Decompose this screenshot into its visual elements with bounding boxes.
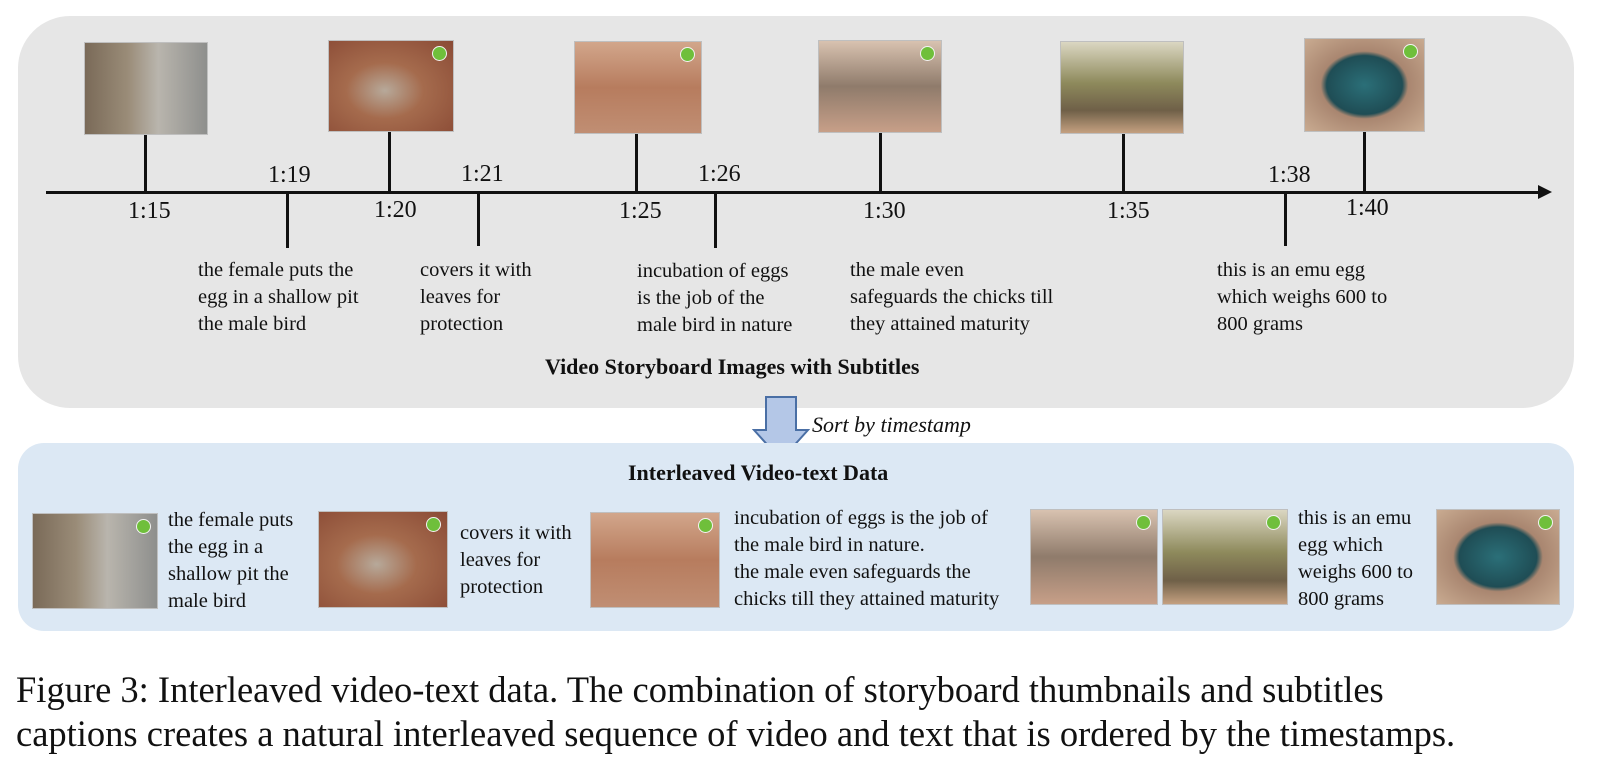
- timeline-arrowhead: [1538, 185, 1552, 199]
- interleaved-panel: [18, 443, 1574, 631]
- thumbnail-two-emus: [818, 40, 942, 133]
- channel-logo-icon: [136, 519, 151, 534]
- thumbnail-tick: [1122, 134, 1125, 192]
- thumbnail-time-label: 1:15: [128, 198, 171, 224]
- thumbnail-emu-nesting: [590, 512, 720, 608]
- channel-logo-icon: [1403, 44, 1418, 59]
- channel-logo-icon: [426, 517, 441, 532]
- thumbnail-tick: [879, 133, 882, 192]
- thumbnail-emu-group: [1162, 509, 1288, 605]
- thumbnail-tick: [1363, 132, 1366, 192]
- thumbnail-egg-in-leaves: [318, 511, 448, 608]
- thumbnail-time-label: 1:40: [1346, 195, 1389, 221]
- thumbnail-time-label: 1:25: [619, 198, 662, 224]
- thumbnail-emu-egg: [1436, 509, 1560, 605]
- channel-logo-icon: [1266, 515, 1281, 530]
- thumbnail-emu-egg: [1304, 38, 1425, 132]
- caption-line-2: captions creates a natural interleaved s…: [16, 713, 1456, 754]
- thumbnail-egg-in-leaves: [328, 40, 454, 132]
- subtitle-time-label: 1:38: [1268, 162, 1311, 188]
- thumbnail-time-label: 1:20: [374, 197, 417, 223]
- figure-caption: Figure 3: Interleaved video-text data. T…: [16, 668, 1608, 756]
- subtitle-time-label: 1:19: [268, 162, 311, 188]
- subtitle-tick: [714, 192, 717, 248]
- thumbnail-emu-nesting: [574, 41, 702, 134]
- caption-line-1: Figure 3: Interleaved video-text data. T…: [16, 669, 1384, 710]
- subtitle-tick: [477, 192, 480, 246]
- channel-logo-icon: [1136, 515, 1151, 530]
- interleaved-title: Interleaved Video-text Data: [628, 460, 889, 485]
- timeline-axis: [46, 191, 1544, 194]
- storyboard-title: Video Storyboard Images with Subtitles: [545, 354, 920, 379]
- channel-logo-icon: [432, 46, 447, 61]
- thumbnail-emu-standing: [32, 513, 158, 609]
- subtitle-tick: [1284, 192, 1287, 246]
- thumbnail-time-label: 1:30: [863, 198, 906, 224]
- channel-logo-icon: [920, 46, 935, 61]
- thumbnail-tick: [388, 132, 391, 192]
- thumbnail-tick: [635, 134, 638, 192]
- channel-logo-icon: [698, 518, 713, 533]
- channel-logo-icon: [680, 47, 695, 62]
- thumbnail-two-emus: [1030, 509, 1158, 605]
- subtitle-time-label: 1:26: [698, 161, 741, 187]
- thumbnail-emu-standing: [84, 42, 208, 135]
- thumbnail-time-label: 1:35: [1107, 198, 1150, 224]
- thumbnail-emu-group: [1060, 41, 1184, 134]
- thumbnail-tick: [144, 135, 147, 192]
- subtitle-tick: [286, 192, 289, 248]
- sort-by-timestamp-label: Sort by timestamp: [812, 412, 971, 437]
- channel-logo-icon: [1538, 515, 1553, 530]
- subtitle-time-label: 1:21: [461, 161, 504, 187]
